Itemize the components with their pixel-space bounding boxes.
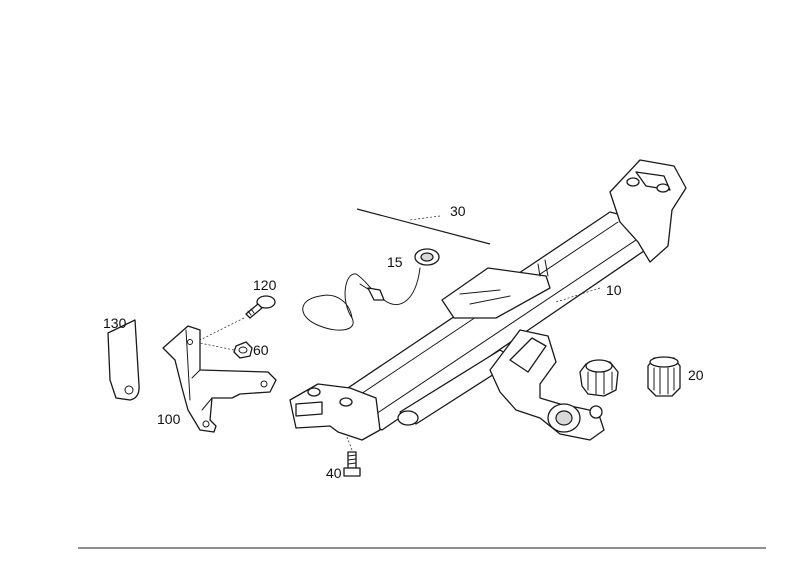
- nut-icon: [233, 341, 253, 359]
- callout-15: 15: [387, 254, 403, 270]
- strip-icon: [356, 208, 491, 245]
- cable-grommet-icon: [302, 248, 440, 331]
- callout-120: 120: [253, 277, 277, 293]
- screw-icon: [343, 451, 361, 477]
- callout-20: 20: [688, 367, 704, 383]
- callout-100: 100: [157, 411, 181, 427]
- leader-line-60: [194, 341, 235, 351]
- cap-icon: [647, 356, 681, 397]
- leader-line-30: [409, 215, 441, 221]
- callout-60: 60: [253, 342, 269, 358]
- callout-30: 30: [450, 203, 466, 219]
- tow-bar-crossmember-icon: [289, 159, 687, 441]
- callout-40: 40: [326, 465, 342, 481]
- cover-plate-icon: [107, 319, 140, 401]
- bolt-icon: [245, 295, 276, 319]
- bracket-icon: [162, 325, 277, 433]
- leader-line-120: [199, 317, 245, 341]
- callout-10: 10: [606, 282, 622, 298]
- callout-130: 130: [103, 315, 127, 331]
